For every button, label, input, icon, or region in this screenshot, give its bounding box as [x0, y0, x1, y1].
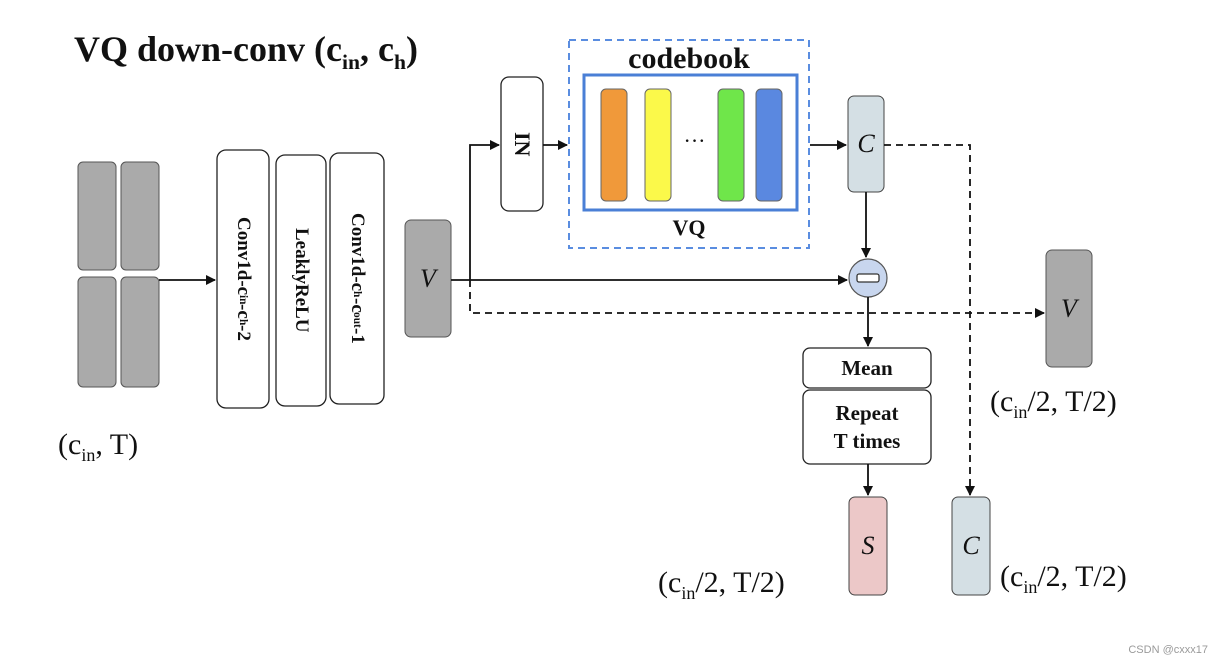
input-block: [77, 161, 117, 271]
watermark: CSDN @cxxx17: [1128, 644, 1208, 656]
in-box: [500, 76, 544, 212]
input-block: [120, 276, 160, 388]
codebook-vector-blue: [755, 88, 783, 202]
minus-icon: [856, 273, 880, 283]
codebook-dashed-border: [568, 39, 810, 249]
edges: [159, 140, 1045, 496]
relu-label: LeaklyReLU: [291, 228, 312, 333]
repeat-label-line2: T times: [833, 429, 901, 453]
input-shape-label: (cin, T): [58, 428, 139, 465]
c-label-top: C: [857, 129, 875, 158]
arrow-v-to-in: [469, 140, 500, 280]
diagram-title: VQ down-conv (cin, ch): [74, 29, 419, 75]
input-block: [77, 276, 117, 388]
c-output-shape-label: (cin/2, T/2): [1000, 560, 1127, 597]
repeat-box: [802, 389, 932, 465]
dashed-arrow-c-to-output: [884, 144, 975, 496]
in-label: IN: [510, 131, 535, 157]
conv2-box: [329, 152, 385, 405]
vq-label: VQ: [672, 215, 706, 240]
input-block: [120, 161, 160, 271]
c-block-output: [951, 496, 991, 596]
repeat-label: Repeat T times: [803, 390, 931, 464]
s-label: S: [861, 531, 875, 560]
v-label-output: V: [1061, 293, 1077, 323]
s-block: [848, 496, 888, 596]
codebook-vector-yellow: [644, 88, 672, 202]
v-label: V: [420, 263, 436, 293]
c-label-output: C: [962, 531, 980, 560]
mean-label: Mean: [841, 355, 893, 380]
codebook-title: codebook: [628, 42, 750, 75]
v-block: [404, 219, 452, 338]
codebook-vector-orange: [600, 88, 628, 202]
mean-box: [802, 347, 932, 389]
codebook-ellipsis: ···: [683, 128, 706, 153]
v-block-output: [1045, 249, 1093, 368]
dashed-arrow-v-to-output: [469, 280, 1045, 318]
relu-box: [275, 154, 327, 407]
v-output-shape-label: (cin/2, T/2): [990, 385, 1117, 422]
codebook-vector-green: [717, 88, 745, 202]
input-blocks: [77, 161, 160, 388]
conv1-box: [216, 149, 270, 409]
s-output-shape-label: (cin/2, T/2): [658, 566, 785, 603]
repeat-label-line1: Repeat: [835, 401, 899, 425]
